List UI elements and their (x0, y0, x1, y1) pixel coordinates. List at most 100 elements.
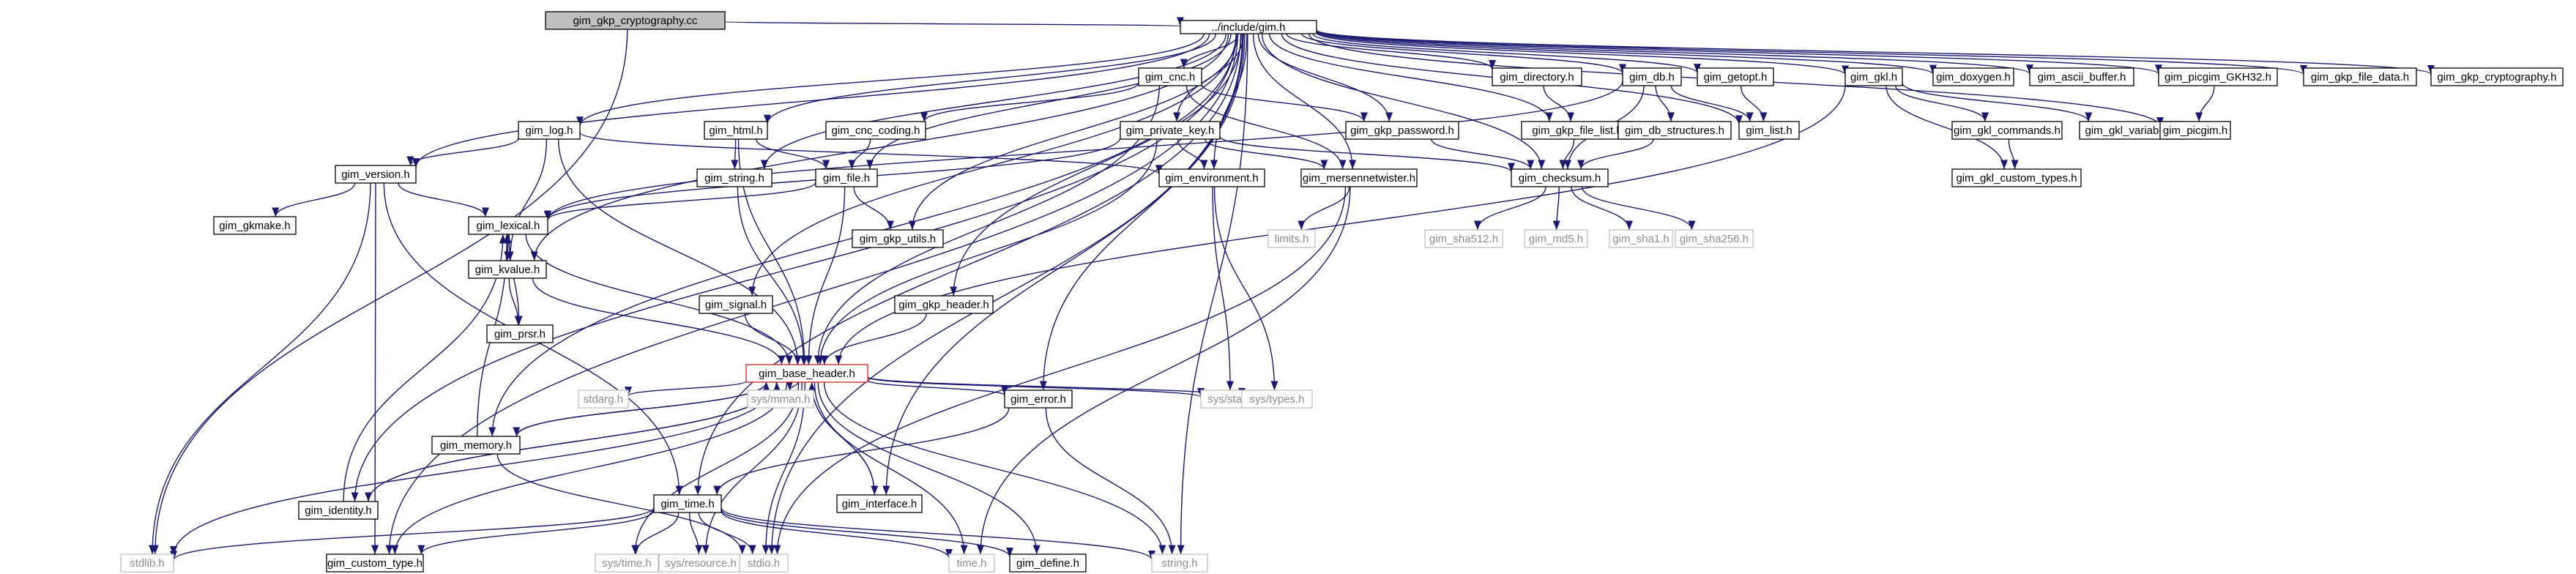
node-gim-cnc-h[interactable]: gim_cnc.h (1138, 67, 1202, 86)
edge-gim-cnc-h-to-gim-gkp-password-h (1201, 83, 1368, 122)
node-box (894, 295, 994, 314)
node-gim-custom-type-h[interactable]: gim_custom_type.h (326, 554, 424, 573)
node-label: gim_html.h (709, 124, 762, 137)
node-box (335, 165, 417, 184)
node-gim-private-key-h[interactable]: gim_private_key.h (1120, 121, 1221, 140)
node-box (1138, 67, 1202, 86)
node-gim-db-h[interactable]: gim_db.h (1622, 67, 1682, 86)
edge-gim-gkp-file-list-h-to-gim-checksum-h (1559, 138, 1575, 170)
node-label: gim_gkp_password.h (1350, 124, 1454, 137)
node-label: gim_checksum.h (1519, 172, 1601, 184)
node-gim-db-structures-h[interactable]: gim_db_structures.h (1618, 121, 1732, 140)
nodes-layer: gim_gkp_cryptography.cc ../include/gim.h g… (120, 11, 2564, 573)
node-gim-kvalue-h[interactable]: gim_kvalue.h (468, 260, 547, 279)
node-label: gim_sha1.h (1612, 233, 1669, 245)
edge-gim-h-to-gim-mersennetwister-h (1252, 33, 1357, 170)
edge-gim-environment-h-to-sys-types-h (1213, 186, 1278, 391)
node-gim-gkp-password-h[interactable]: gim_gkp_password.h (1345, 121, 1459, 140)
node-label: gim_gkp_cryptography.h (2437, 71, 2556, 83)
edge-gim-mersennetwister-h-to-time-h (977, 186, 1351, 555)
node-box (704, 121, 768, 140)
node-gim-log-h[interactable]: gim_log.h (518, 121, 581, 140)
node-box (1424, 229, 1503, 248)
node-box (1697, 67, 1774, 86)
edge-gim-picgim-GKH32-h-to-gim-picgim-h (2195, 85, 2215, 122)
node-gim-gkp-cryptography-h[interactable]: gim_gkp_cryptography.h (2430, 67, 2564, 86)
node-box (1511, 168, 1609, 187)
node-gim-identity-h[interactable]: gim_identity.h (298, 501, 379, 520)
node-label: stdarg.h (584, 393, 623, 406)
node-gim-error-h[interactable]: gim_error.h (1004, 390, 1073, 409)
node-gim-cnc-coding-h[interactable]: gim_cnc_coding.h (825, 121, 926, 140)
node-label: gim_prsr.h (494, 328, 546, 340)
node-box (1158, 168, 1265, 187)
node-gim-file-h[interactable]: gim_file.h (815, 168, 878, 187)
node-label: gim_file.h (823, 172, 870, 184)
node-gim-ascii-buffer-h[interactable]: gim_ascii_buffer.h (2029, 67, 2134, 86)
node-gim-gkp-header-h[interactable]: gim_gkp_header.h (894, 295, 994, 314)
edge-gim-checksum-h-to-gim-md5-h (1552, 186, 1560, 231)
node-gim-string-h[interactable]: gim_string.h (696, 168, 773, 187)
node-gim-gkp-utils-h[interactable]: gim_gkp_utils.h (852, 229, 944, 248)
node-root[interactable]: gim_gkp_cryptography.cc (545, 11, 726, 30)
edge-gim-base-header-h-to-string-h (823, 381, 1166, 555)
node-box (518, 121, 581, 140)
node-gim-gkl-h[interactable]: gim_gkl.h (1844, 67, 1903, 86)
node-gim-getopt-h[interactable]: gim_getopt.h (1697, 67, 1774, 86)
edge-gim-h-to-gim-string-h (760, 33, 1227, 170)
node-gim-memory-h[interactable]: gim_memory.h (431, 436, 521, 455)
node-gim-doxygen-h[interactable]: gim_doxygen.h (1932, 67, 2014, 86)
edge-gim-h-to-gim-gkp-file-data-h (1316, 29, 2307, 75)
edge-gim-cnc-h-to-gim-mersennetwister-h (1185, 85, 1347, 170)
node-label: gim_sha256.h (1680, 233, 1749, 245)
node-gim-checksum-h[interactable]: gim_checksum.h (1511, 168, 1609, 187)
node-gim-define-h[interactable]: gim_define.h (1009, 554, 1087, 573)
node-label: gim_identity.h (305, 504, 371, 517)
edge-gim-html-h-to-gim-file-h (756, 138, 830, 170)
node-gim-gkl-commands-h[interactable]: gim_gkl_commands.h (1951, 121, 2063, 140)
node-label: gim_sha512.h (1429, 233, 1498, 245)
edge-gim-base-header-h-to-time-h (814, 381, 968, 555)
node-gim-prsr-h[interactable]: gim_prsr.h (486, 324, 554, 343)
node-stdio-h: stdio.h (739, 554, 789, 573)
edge-gim-gkl-commands-h-to-gim-gkl-custom-types-h (2008, 138, 2019, 170)
node-stdlib-h: stdlib.h (120, 554, 174, 573)
edge-gim-version-h-to-gim-custom-type-h (371, 182, 379, 555)
node-gim-base-header-h[interactable]: gim_base_header.h (745, 364, 868, 383)
edge-gim-h-to-gim-directory-h (1286, 33, 1496, 70)
node-box (1738, 121, 1800, 140)
node-gim-html-h[interactable]: gim_html.h (704, 121, 768, 140)
node-gim-mersennetwister-h[interactable]: gim_mersennetwister.h (1300, 168, 1418, 187)
node-box (825, 121, 926, 140)
edge-gim-db-h-to-gim-db-structures-h (1655, 85, 1675, 122)
edge-gim-h-to-gim-db-h (1301, 33, 1626, 74)
node-label: gim_private_key.h (1126, 124, 1215, 137)
node-gim-directory-h[interactable]: gim_directory.h (1492, 67, 1582, 86)
edge-gim-file-h-to-gim-lexical-h (544, 182, 816, 220)
node-gim-gkp-file-list-h[interactable]: gim_gkp_file_list.h (1521, 121, 1634, 140)
edge-gim-gkl-h-to-gim-gkl-commands-h (1895, 85, 1989, 122)
node-gim-time-h[interactable]: gim_time.h (653, 494, 722, 513)
edge-gim-checksum-h-to-gim-sha1-h (1571, 186, 1633, 231)
node-gim-h[interactable]: ../include/gim.h (1180, 20, 1317, 34)
edge-gim-base-header-h-to-sys-mman-h (786, 381, 799, 391)
node-gim-lexical-h[interactable]: gim_lexical.h (468, 216, 548, 235)
node-gim-environment-h[interactable]: gim_environment.h (1158, 168, 1265, 187)
node-gim-picgim-h[interactable]: gim_picgim.h (2159, 121, 2231, 140)
node-box (578, 390, 629, 409)
node-gim-signal-h[interactable]: gim_signal.h (699, 295, 773, 314)
node-gim-interface-h[interactable]: gim_interface.h (836, 494, 923, 513)
node-gim-picgim-GKH32-h[interactable]: gim_picgim_GKH32.h (2158, 67, 2278, 86)
node-gim-gkl-custom-types-h[interactable]: gim_gkl_custom_types.h (1951, 168, 2082, 187)
node-box (1618, 121, 1732, 140)
node-gim-version-h[interactable]: gim_version.h (335, 165, 417, 184)
edge-gim-log-h-to-gim-version-h (406, 138, 519, 166)
edge-gim-memory-h-to-gim-base-header-h (515, 381, 770, 437)
node-gim-gkmake-h[interactable]: gim_gkmake.h (213, 216, 297, 235)
edge-gim-checksum-h-to-gim-sha512-h (1473, 186, 1546, 231)
node-box (468, 260, 547, 279)
node-gim-list-h[interactable]: gim_list.h (1738, 121, 1800, 140)
edge-gim-h-to-gim-file-h (866, 33, 1232, 170)
node-label: gim_gkp_utils.h (860, 233, 936, 245)
node-gim-gkp-file-data-h[interactable]: gim_gkp_file_data.h (2303, 67, 2417, 86)
